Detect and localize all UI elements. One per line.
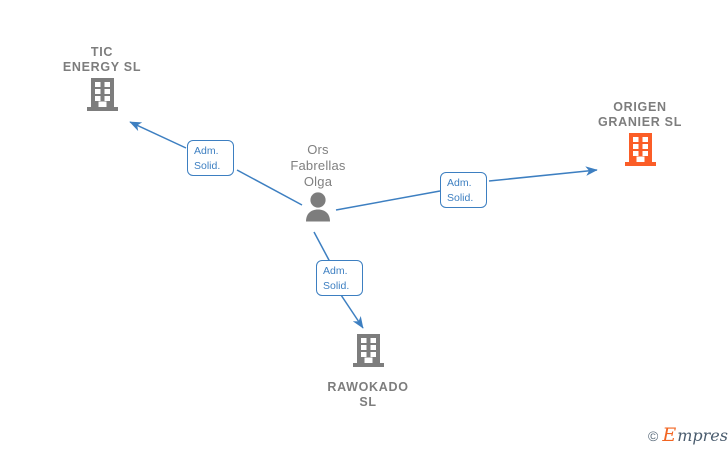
relation-label-rawokado[interactable]: Adm. Solid. <box>316 260 363 296</box>
company-node-origen-granier[interactable]: ORIGEN GRANIER SL <box>570 100 710 172</box>
edge-person-to-origen-granier-label <box>335 190 441 211</box>
edge-tic-energy-label-to-company <box>129 121 187 149</box>
person-icon <box>258 190 378 228</box>
company-label-origen-granier: ORIGEN GRANIER SL <box>597 100 683 130</box>
edge-person-to-rawokado-label <box>313 231 331 263</box>
person-label: Ors Fabrellas Olga <box>290 142 346 189</box>
edge-rawokado-label-to-company <box>340 294 364 329</box>
building-icon <box>308 332 428 374</box>
company-node-tic-energy[interactable]: TIC ENERGY SL <box>42 45 162 117</box>
brand-initial: E <box>662 424 677 446</box>
company-node-rawokado[interactable]: RAWOKADO SL <box>308 332 428 410</box>
company-label-rawokado: RAWOKADO SL <box>327 379 409 409</box>
brand-name: mpresia <box>677 425 728 445</box>
company-label-tic-energy: TIC ENERGY SL <box>62 45 142 75</box>
person-node-ors-fabrellas-olga[interactable]: Ors Fabrellas Olga <box>258 142 378 227</box>
building-icon <box>42 76 162 118</box>
edge-person-to-tic-energy-label <box>236 169 303 206</box>
building-icon <box>570 131 710 173</box>
edge-origen-granier-label-to-company <box>488 166 598 182</box>
relation-label-tic-energy[interactable]: Adm. Solid. <box>187 140 234 176</box>
relation-label-origen-granier[interactable]: Adm. Solid. <box>440 172 487 208</box>
empresia-watermark: © E mpresia <box>648 426 728 445</box>
copyright-icon: © <box>648 427 659 444</box>
